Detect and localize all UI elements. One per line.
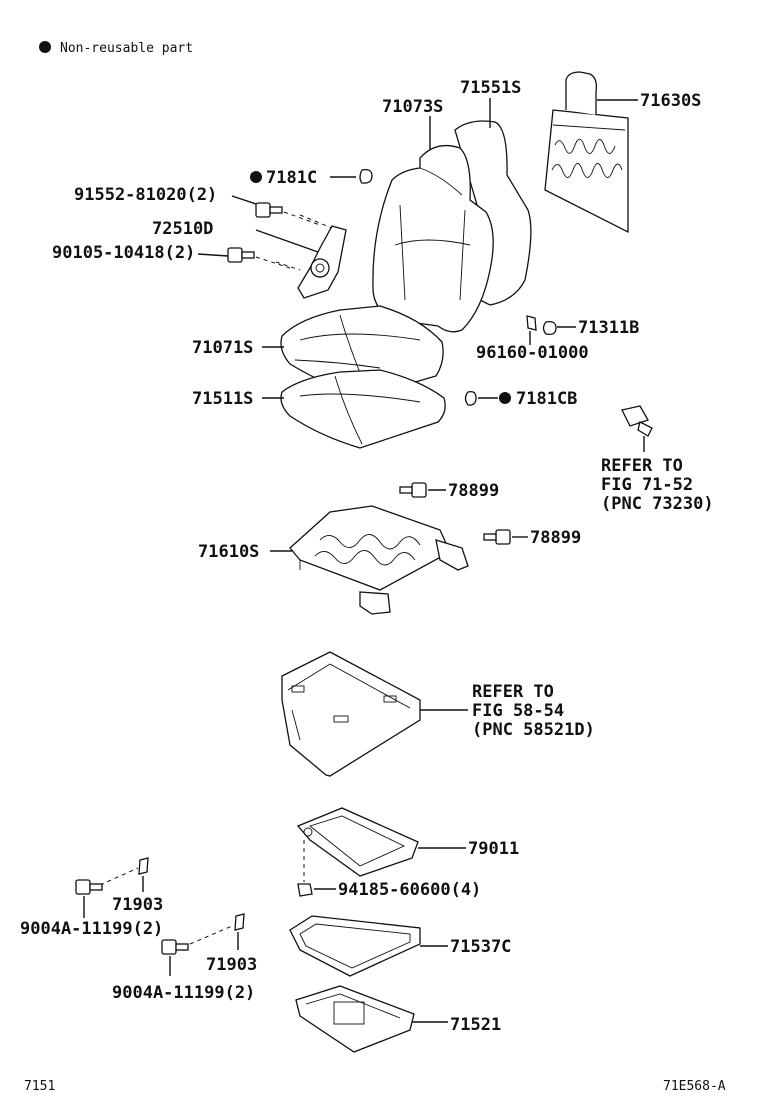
label-71903-upper: 71903 <box>112 895 163 915</box>
label-79011: 79011 <box>468 839 519 859</box>
label-7181CB: 7181CB <box>516 389 577 409</box>
seat-back-cover <box>372 120 532 333</box>
non-reusable-dot-icon <box>39 41 51 53</box>
label-71610S: 71610S <box>198 542 259 562</box>
refer-58-54-line2: FIG 58-54 <box>472 701 564 721</box>
label-94185: 94185-60600(4) <box>338 880 481 900</box>
seat-tray-79011 <box>296 807 419 877</box>
clip-ring-icon <box>359 168 373 184</box>
clip-71903-upper <box>138 857 149 875</box>
gasket-71537C <box>289 915 421 977</box>
label-71551S: 71551S <box>460 78 521 98</box>
refer-58-54-line1: REFER TO <box>472 682 554 702</box>
seat-back-frame <box>544 71 629 234</box>
bolt-91552 <box>255 202 283 218</box>
clip-71311B-icon <box>542 320 557 336</box>
clip-ring-icon <box>464 390 477 406</box>
bolt-9004A-upper <box>75 879 103 895</box>
label-72510D: 72510D <box>152 219 213 239</box>
seat-belt-buckle <box>621 405 653 437</box>
recliner-adjuster <box>297 225 347 299</box>
label-91552: 91552-81020(2) <box>74 185 217 205</box>
refer-71-52-line1: REFER TO <box>601 456 683 476</box>
label-71311B: 71311B <box>578 318 639 338</box>
label-78899-upper: 78899 <box>448 481 499 501</box>
seat-under-cover <box>281 651 421 777</box>
bottom-tray-71521 <box>295 985 415 1053</box>
nut-94185 <box>297 883 313 897</box>
legend-text: Non-reusable part <box>60 41 193 56</box>
label-78899-lower: 78899 <box>530 528 581 548</box>
label-71903-lower: 71903 <box>206 955 257 975</box>
label-71537C: 71537C <box>450 937 511 957</box>
label-71630S: 71630S <box>640 91 701 111</box>
bushing-96160 <box>526 315 537 331</box>
label-90105: 90105-10418(2) <box>52 243 195 263</box>
refer-71-52-line2: FIG 71-52 <box>601 475 693 495</box>
label-96160: 96160-01000 <box>476 343 589 363</box>
bolt-78899-upper <box>399 482 427 498</box>
label-7181C: 7181C <box>266 168 317 188</box>
seat-cushion-frame <box>289 505 469 615</box>
non-reusable-dot-icon <box>250 171 262 183</box>
non-reusable-dot-icon <box>499 392 511 404</box>
label-9004A-lower: 9004A-11199(2) <box>112 983 255 1003</box>
clip-71903-lower <box>234 913 245 931</box>
bolt-78899-lower <box>483 529 511 545</box>
label-9004A-upper: 9004A-11199(2) <box>20 919 163 939</box>
label-71071S: 71071S <box>192 338 253 358</box>
bolt-9004A-lower <box>161 939 189 955</box>
footer-right-code: 71E568-A <box>663 1079 726 1094</box>
refer-71-52-line3: (PNC 73230) <box>601 494 714 514</box>
label-71521: 71521 <box>450 1015 501 1035</box>
refer-58-54-line3: (PNC 58521D) <box>472 720 595 740</box>
bolt-90105 <box>227 247 255 263</box>
label-71511S: 71511S <box>192 389 253 409</box>
footer-left-code: 7151 <box>24 1079 55 1094</box>
seat-cushion-pad <box>280 369 446 449</box>
label-71073S: 71073S <box>382 97 443 117</box>
